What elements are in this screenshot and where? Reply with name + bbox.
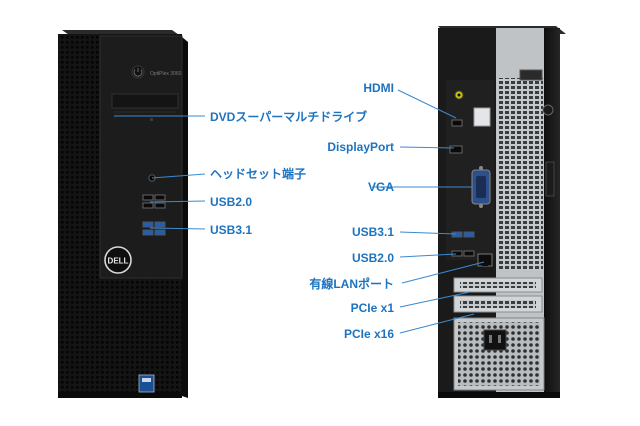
label-hdmi: HDMI [363, 81, 394, 95]
rear-usb31-ports[interactable] [451, 231, 475, 238]
vga-port[interactable] [471, 166, 491, 208]
label-pcie-x1: PCIe x1 [350, 301, 394, 315]
label-rear-usb20: USB2.0 [351, 251, 394, 265]
leader-lines [114, 89, 485, 334]
label-pcie-x16: PCIe x16 [343, 327, 394, 341]
rear-usb2-ports[interactable] [451, 250, 475, 257]
label-dvd-drive: DVDスーパーマルチドライブ [210, 110, 368, 124]
ac-power-inlet[interactable] [483, 329, 507, 351]
leader-displayport [399, 146, 455, 149]
label-front-usb20: USB2.0 [210, 195, 253, 209]
leader-front-usb20 [149, 200, 206, 203]
lan-port[interactable] [477, 253, 493, 267]
label-rear-usb31: USB3.1 [351, 225, 394, 239]
hdmi-port[interactable] [451, 119, 463, 127]
leader-rear-usb20 [399, 253, 457, 258]
leader-pcie-x1 [399, 291, 471, 308]
power-button[interactable] [131, 65, 145, 79]
front-usb31-ports[interactable] [142, 221, 166, 236]
label-headset-jack: ヘッドセット端子 [210, 167, 307, 181]
padlock-loop [545, 161, 555, 197]
label-front-usb31: USB3.1 [210, 223, 253, 237]
dell-logo: DELL [104, 246, 132, 274]
leader-hdmi [397, 89, 457, 119]
dvd-drive[interactable] [111, 93, 179, 121]
leader-rear-usb31 [399, 231, 457, 235]
rear-sticker [473, 107, 491, 127]
svg-text:DELL: DELL [108, 257, 129, 266]
rear-latch[interactable] [519, 69, 554, 116]
pcie-x16-slot [453, 295, 543, 313]
leader-headset [151, 173, 206, 179]
intel-sticker [138, 374, 155, 393]
rear-vent-grill [497, 78, 543, 270]
label-lan-port: 有線LANポート [309, 277, 394, 291]
line-out-jack[interactable] [454, 90, 464, 100]
power-supply [453, 317, 545, 391]
displayport-port[interactable] [449, 145, 463, 154]
leader-lan [401, 261, 485, 284]
leader-pcie-x16 [399, 313, 475, 334]
leader-front-usb31 [149, 227, 206, 230]
label-displayport: DisplayPort [327, 140, 394, 154]
pcie-x1-slot [453, 277, 543, 293]
label-vga: VGA [367, 180, 394, 194]
front-model-text: OptiPlex 3060 [150, 71, 182, 77]
front-usb2-ports[interactable] [142, 194, 166, 209]
